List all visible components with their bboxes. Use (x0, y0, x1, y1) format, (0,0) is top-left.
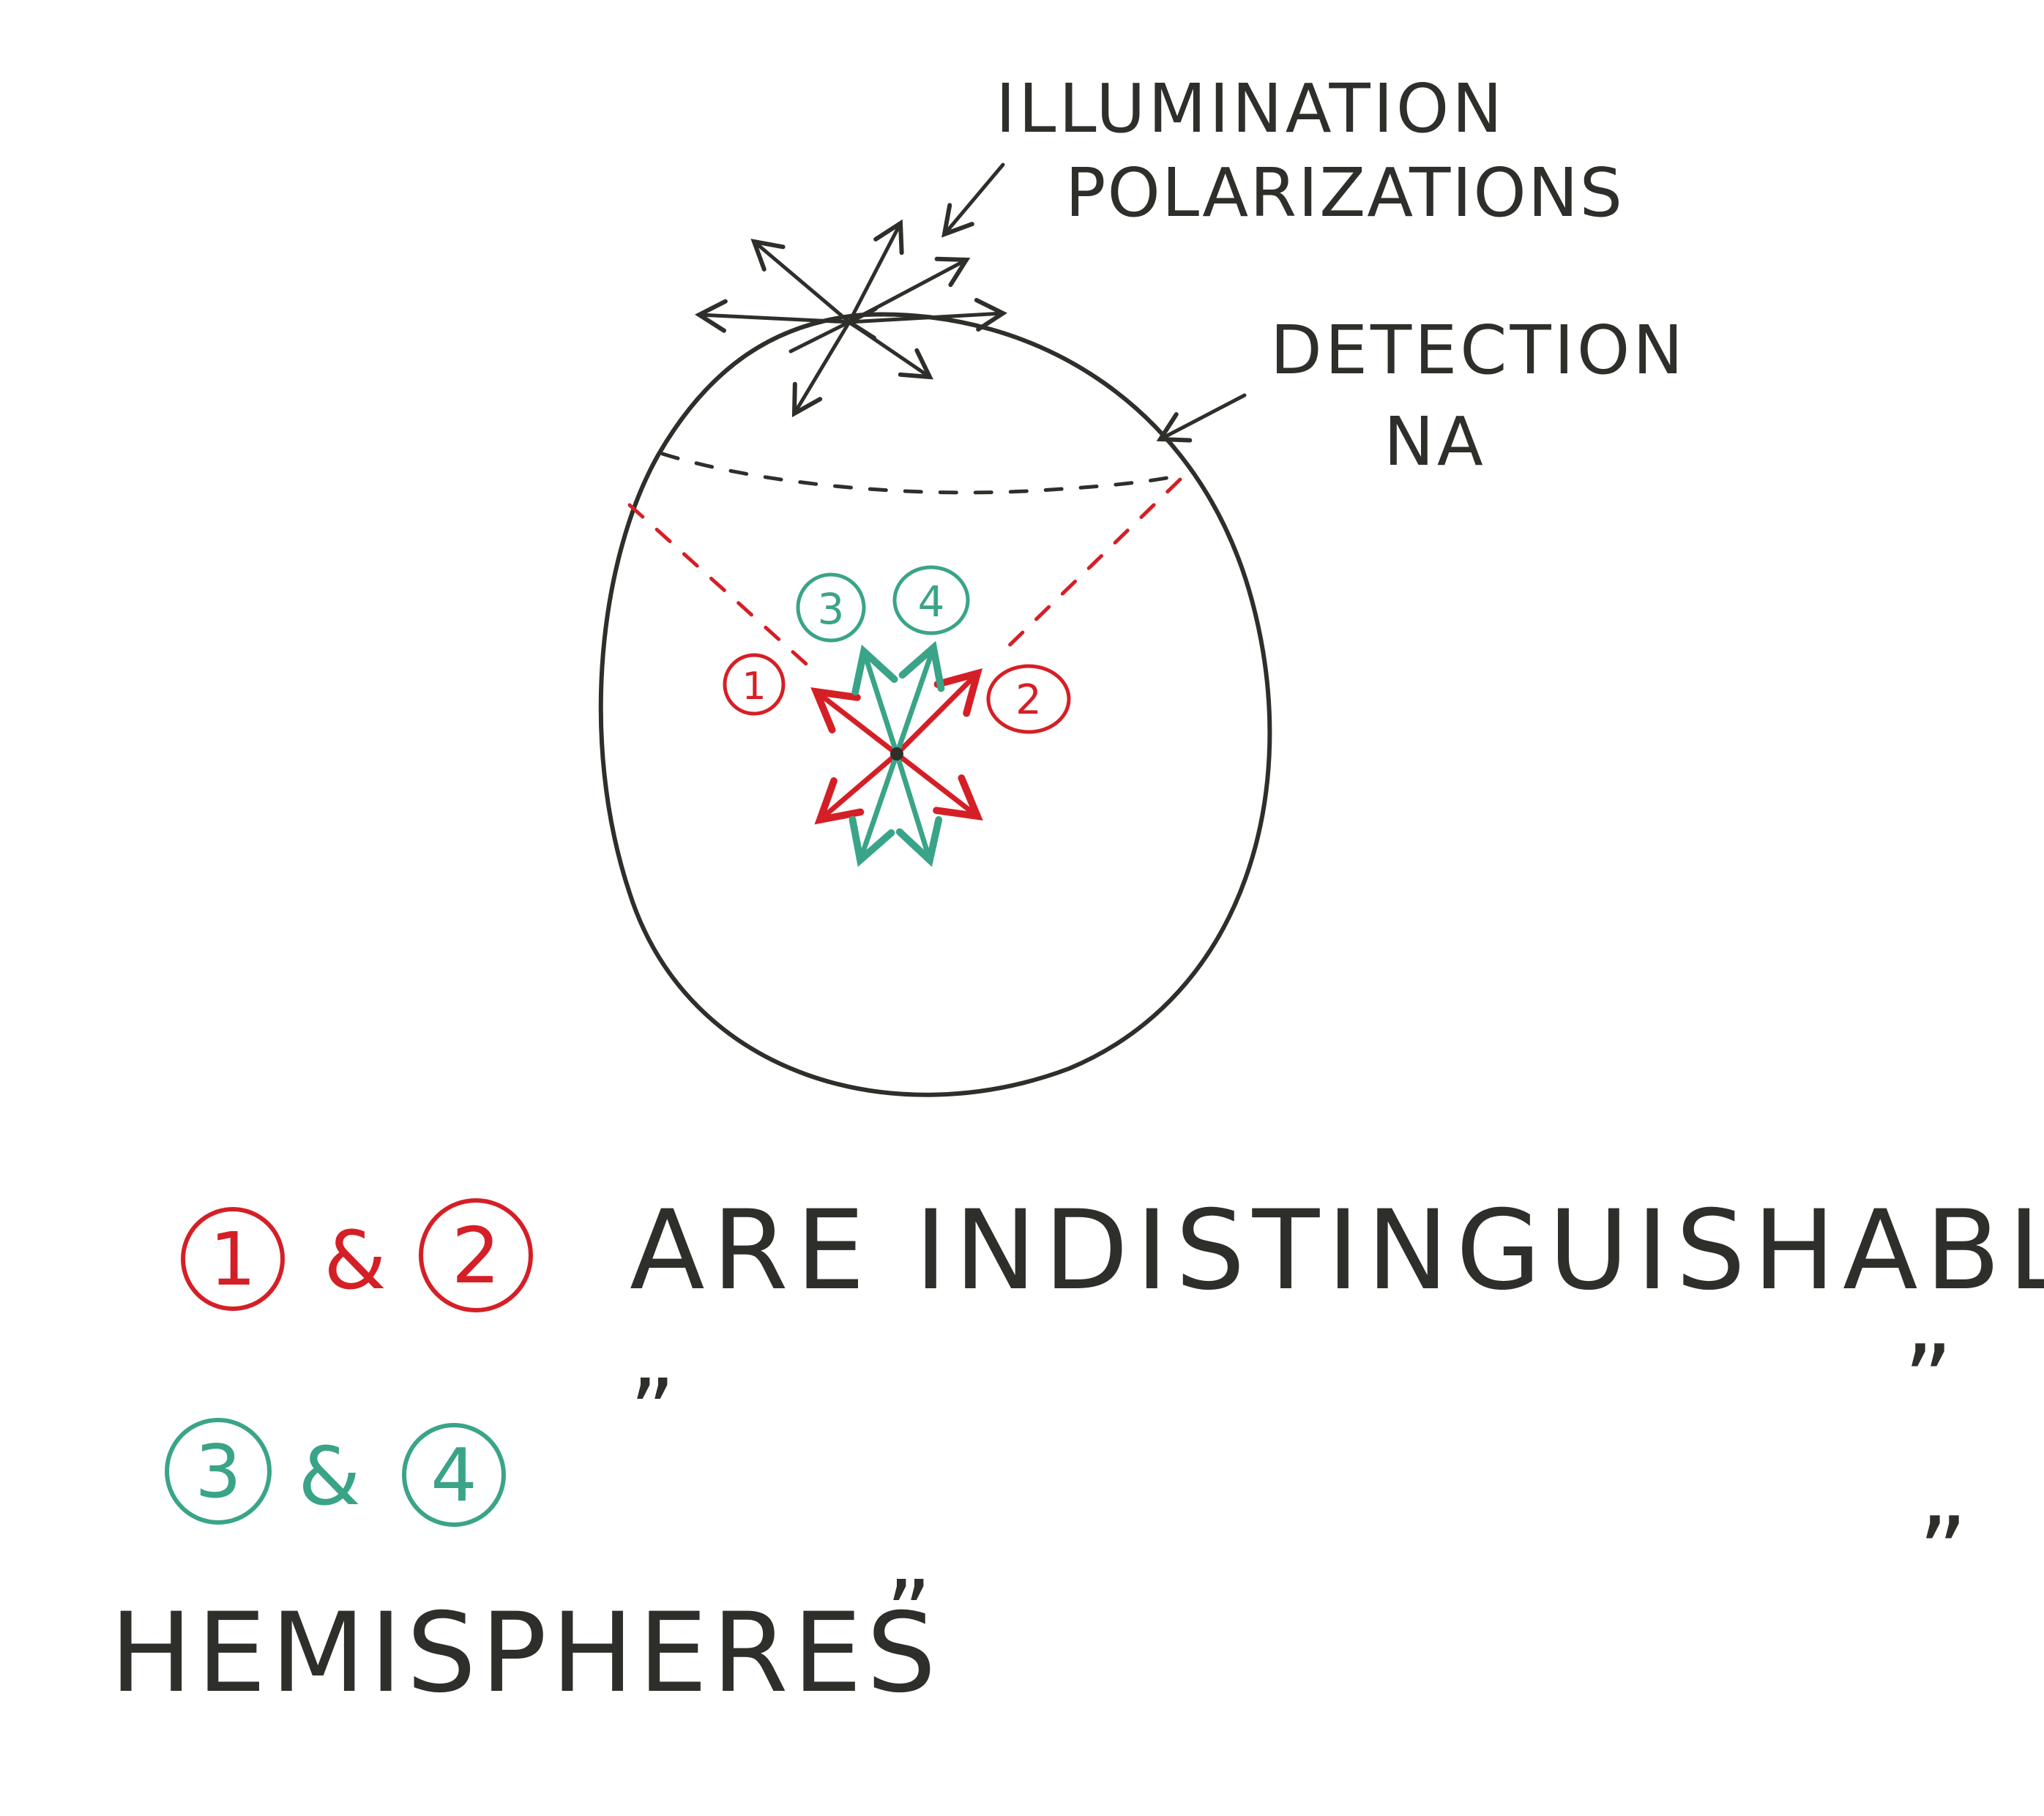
row1-marker-2: 2 (419, 1198, 533, 1312)
row3-ditto-left: ” (886, 1563, 931, 1664)
statement-row-2: 3 & 4 ” ” (165, 1324, 1952, 1527)
marker-3: 3 (796, 572, 866, 643)
detection-sphere (598, 312, 1272, 1097)
row1-text: ARE INDISTINGUISHABLE (630, 1187, 2044, 1315)
statement-row-1: 1 & 2 ARE INDISTINGUISHABLE (181, 1187, 2044, 1315)
row2-marker-4: 4 (402, 1423, 506, 1527)
illumination-label-line1: ILLUMINATION (996, 70, 1505, 148)
green-dipole-arrows (848, 640, 945, 867)
marker-2: 2 (986, 664, 1071, 734)
red-dipole-arrows (810, 668, 983, 825)
cone-line-right (997, 477, 1182, 657)
row2-amp: & (298, 1430, 361, 1523)
illumination-polarization-arrows (694, 219, 1008, 418)
row2-ditto-left: ” (630, 1361, 675, 1463)
row2-ditto-right: ” (1903, 1324, 1952, 1435)
statement-row-3: HEMISPHERES ” ” (110, 1496, 1967, 1717)
dipole-center-dot (890, 747, 903, 761)
svg-text:4: 4 (918, 577, 945, 627)
pointer-arrows (941, 162, 1247, 443)
detection-na-boundary (660, 452, 1181, 495)
row3-ditto-right: ” (1918, 1496, 1967, 1607)
svg-text:2: 2 (1015, 676, 1042, 724)
illumination-label-line2: POLARIZATIONS (1065, 154, 1624, 232)
svg-text:3: 3 (818, 584, 845, 634)
detection-label-line1: DETECTION (1270, 311, 1686, 389)
svg-text:1: 1 (742, 665, 766, 709)
marker-4: 4 (892, 565, 970, 635)
detection-label-line2: NA (1384, 403, 1486, 481)
row1-marker-1: 1 (181, 1207, 285, 1311)
svg-text:3: 3 (195, 1429, 242, 1514)
row2-marker-3: 3 (165, 1418, 272, 1525)
svg-text:2: 2 (452, 1211, 501, 1301)
svg-text:4: 4 (430, 1432, 477, 1518)
svg-text:1: 1 (209, 1217, 256, 1302)
marker-1: 1 (723, 653, 786, 716)
row3-text: HEMISPHERES (110, 1590, 941, 1717)
cone-line-left (627, 503, 815, 672)
row1-amp: & (324, 1214, 387, 1307)
